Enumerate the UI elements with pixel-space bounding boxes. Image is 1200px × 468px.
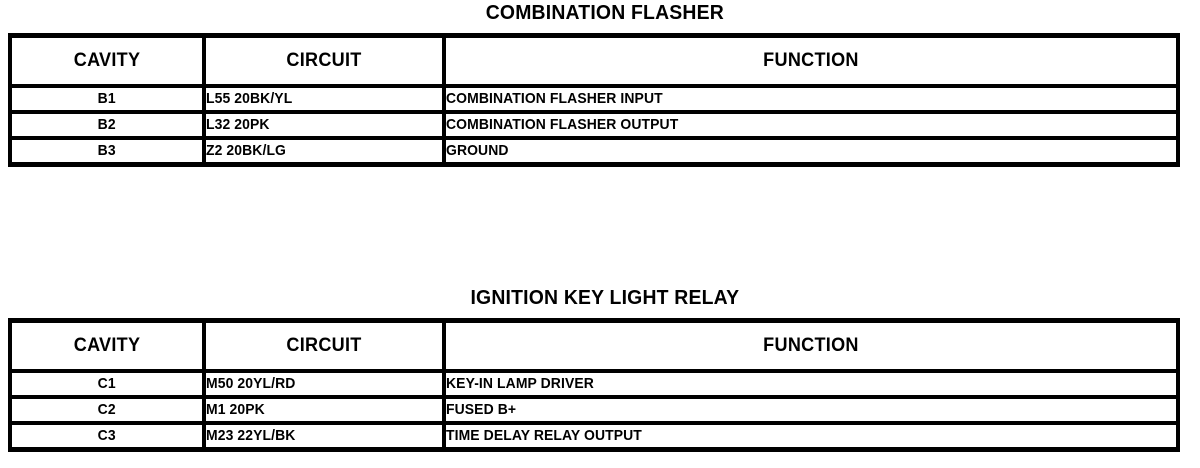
cell-circuit: L55 20BK/YL <box>204 86 446 114</box>
cell-function: KEY-IN LAMP DRIVER <box>444 371 1176 399</box>
table-row: C2 M1 20PK FUSED B+ <box>12 397 1176 425</box>
cell-circuit: M1 20PK <box>204 397 446 425</box>
combination-flasher-title: COMBINATION FLASHER <box>485 2 724 24</box>
table-body: B1 L55 20BK/YL COMBINATION FLASHER INPUT… <box>12 86 1176 162</box>
cell-function: FUSED B+ <box>444 397 1176 425</box>
cell-circuit: M23 22YL/BK <box>204 423 446 447</box>
function-value: COMBINATION FLASHER INPUT <box>446 90 663 107</box>
circuit-value: L55 20BK/YL <box>206 90 293 107</box>
table-row: C3 M23 22YL/BK TIME DELAY RELAY OUTPUT <box>12 423 1176 447</box>
table-row: C1 M50 20YL/RD KEY-IN LAMP DRIVER <box>12 371 1176 399</box>
column-header-function: FUNCTION <box>462 323 1158 373</box>
cell-cavity: B3 <box>12 138 206 162</box>
cell-cavity: B2 <box>12 112 206 140</box>
ignition-key-light-relay-section: IGNITION KEY LIGHT RELAY CAVITY CIRCUIT … <box>0 285 1200 452</box>
table-header-row: CAVITY CIRCUIT FUNCTION <box>12 38 1176 88</box>
ignition-key-light-relay-table-container: CAVITY CIRCUIT FUNCTION C1 M50 20YL/RD K… <box>8 318 1180 452</box>
column-header-circuit: CIRCUIT <box>210 38 440 88</box>
cavity-value: B1 <box>97 90 117 107</box>
circuit-value: M23 22YL/BK <box>206 427 296 444</box>
cell-circuit: M50 20YL/RD <box>204 371 446 399</box>
column-header-function: FUNCTION <box>462 38 1158 88</box>
cell-circuit: Z2 20BK/LG <box>204 138 446 162</box>
combination-flasher-section: COMBINATION FLASHER CAVITY CIRCUIT FUNCT… <box>0 0 1200 167</box>
function-value: FUSED B+ <box>446 401 517 418</box>
table-row: B3 Z2 20BK/LG GROUND <box>12 138 1176 162</box>
function-value: GROUND <box>446 142 509 159</box>
table-header: CAVITY CIRCUIT FUNCTION <box>12 323 1176 373</box>
cavity-value: B3 <box>97 142 117 159</box>
table-header-row: CAVITY CIRCUIT FUNCTION <box>12 323 1176 373</box>
cell-cavity: B1 <box>12 86 206 114</box>
cavity-value: C2 <box>97 401 117 418</box>
table-body: C1 M50 20YL/RD KEY-IN LAMP DRIVER C2 M1 … <box>12 371 1176 447</box>
circuit-value: L32 20PK <box>206 116 270 133</box>
combination-flasher-table-container: CAVITY CIRCUIT FUNCTION B1 L55 20BK/YL C… <box>8 33 1180 167</box>
cell-function: GROUND <box>444 138 1176 162</box>
column-header-circuit: CIRCUIT <box>210 323 440 373</box>
cell-cavity: C1 <box>12 371 206 399</box>
cavity-value: B2 <box>97 116 117 133</box>
cell-function: COMBINATION FLASHER OUTPUT <box>444 112 1176 140</box>
ignition-key-light-relay-title: IGNITION KEY LIGHT RELAY <box>470 287 740 309</box>
function-value: COMBINATION FLASHER OUTPUT <box>446 116 679 133</box>
function-value: KEY-IN LAMP DRIVER <box>446 375 594 392</box>
table-header: CAVITY CIRCUIT FUNCTION <box>12 38 1176 88</box>
ignition-key-light-relay-table: CAVITY CIRCUIT FUNCTION C1 M50 20YL/RD K… <box>12 323 1176 447</box>
column-header-cavity: CAVITY <box>16 38 202 88</box>
circuit-value: Z2 20BK/LG <box>206 142 287 159</box>
circuit-value: M50 20YL/RD <box>206 375 296 392</box>
cell-cavity: C3 <box>12 423 206 447</box>
column-header-cavity: CAVITY <box>16 323 202 373</box>
cavity-value: C1 <box>97 375 117 392</box>
cell-function: COMBINATION FLASHER INPUT <box>444 86 1176 114</box>
circuit-value: M1 20PK <box>206 401 265 418</box>
table-row: B2 L32 20PK COMBINATION FLASHER OUTPUT <box>12 112 1176 140</box>
cavity-value: C3 <box>97 427 117 444</box>
table-row: B1 L55 20BK/YL COMBINATION FLASHER INPUT <box>12 86 1176 114</box>
combination-flasher-table: CAVITY CIRCUIT FUNCTION B1 L55 20BK/YL C… <box>12 38 1176 162</box>
cell-cavity: C2 <box>12 397 206 425</box>
cell-circuit: L32 20PK <box>204 112 446 140</box>
cell-function: TIME DELAY RELAY OUTPUT <box>444 423 1176 447</box>
function-value: TIME DELAY RELAY OUTPUT <box>446 427 642 444</box>
